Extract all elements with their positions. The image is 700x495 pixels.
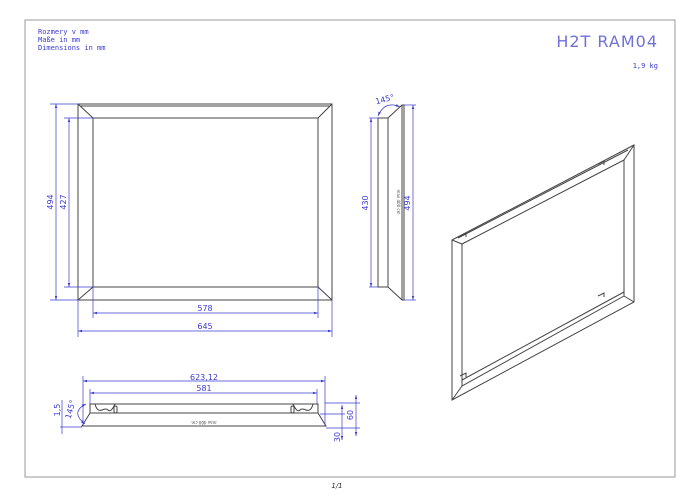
drawing-title: H2T RAM04 (556, 32, 658, 51)
units-line-de: Maße in mm (38, 36, 80, 44)
dim-front-height-outer: 494 (46, 194, 55, 209)
bottom-view-label: max 400 cm (191, 420, 216, 425)
bottom-view (60, 376, 360, 440)
dim-front-height-inner: 427 (59, 194, 68, 209)
weight-label: 1,9 kg (633, 62, 658, 70)
dim-bottom-depth-inner: 30 (333, 432, 342, 442)
dim-front-width-inner: 578 (197, 304, 212, 313)
units-line-cz: Rozmery v mm (38, 28, 89, 36)
dim-front-width-outer: 645 (197, 322, 212, 331)
dim-bottom-angle: 145° (64, 399, 78, 420)
sheet-border (24, 19, 676, 478)
dim-side-angle: 145° (374, 93, 395, 107)
dim-bottom-width-inner: 581 (196, 384, 211, 393)
front-view (50, 103, 333, 337)
side-view (369, 104, 416, 301)
dim-bottom-width-outer: 623,12 (190, 373, 218, 382)
dim-bottom-depth: 60 (346, 410, 355, 420)
dim-side-height-outer: 494 (403, 195, 412, 210)
isometric-view (451, 144, 635, 401)
dim-bottom-offset: 1,5 (53, 404, 62, 417)
page-number: 1/1 (331, 482, 342, 490)
side-view-label: max 400 cm (396, 190, 401, 215)
dim-side-height-inner: 430 (361, 195, 370, 210)
units-line-en: Dimensions in mm (38, 44, 105, 52)
